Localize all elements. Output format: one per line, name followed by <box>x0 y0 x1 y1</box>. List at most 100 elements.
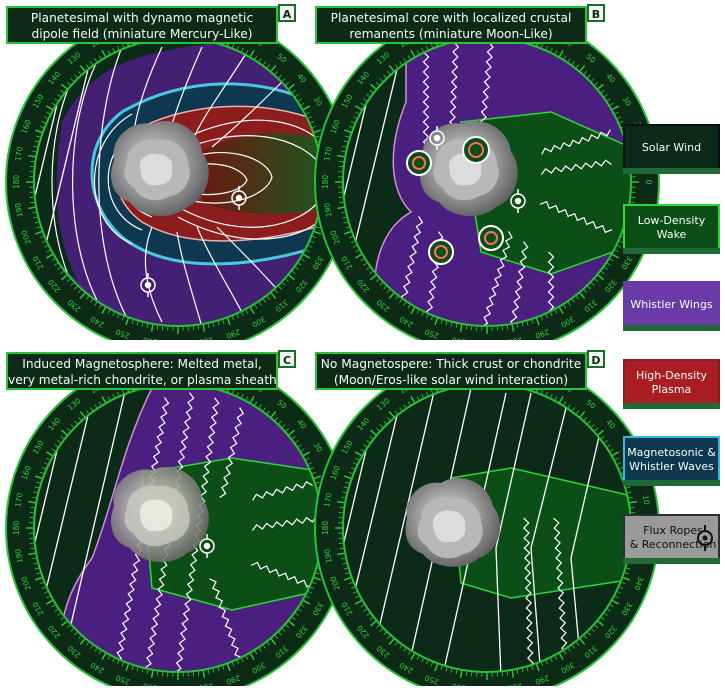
dial-tick <box>343 140 348 143</box>
dial-tick <box>619 240 624 243</box>
dial-tick <box>430 662 434 667</box>
dial-tick <box>583 71 587 75</box>
dial-tick <box>430 316 434 321</box>
dial-tick <box>521 322 524 327</box>
dial-tick <box>236 45 239 50</box>
dial-tick <box>426 314 429 319</box>
dial-tick <box>34 230 42 235</box>
dial-tick <box>355 595 360 599</box>
dial-tick <box>30 160 35 163</box>
flux-rope-icon <box>510 189 526 213</box>
dial-degree-label: 30 <box>312 441 325 454</box>
dial-tick <box>33 145 38 148</box>
dial-tick <box>606 444 611 448</box>
dial-tick <box>426 45 429 50</box>
dial-tick <box>70 282 74 286</box>
dial-tick <box>379 628 383 632</box>
dial-tick <box>609 102 614 106</box>
panel-a-disc: 0102030405060708090100110120130140150160… <box>5 9 351 340</box>
dial-degree-label: 190 <box>322 202 333 218</box>
dial-tick <box>98 650 102 655</box>
dial-tick <box>222 665 225 670</box>
dial-tick <box>101 653 107 660</box>
dial-tick <box>262 645 266 649</box>
dial-tick <box>226 318 231 326</box>
dial-tick <box>597 274 604 281</box>
dial-tick <box>355 599 362 605</box>
dial-tick <box>366 612 370 616</box>
dial-degree-label: 280 <box>507 335 523 340</box>
dial-tick <box>117 45 120 50</box>
dial-tick <box>310 121 315 124</box>
dial-tick <box>51 258 56 262</box>
legend-solar-wind: Solar Wind <box>623 124 720 172</box>
dial-tick <box>341 496 346 499</box>
panel-d-title: No Magnetospere: Thick crust or chondrit… <box>315 352 587 390</box>
dial-tick <box>511 324 515 332</box>
dial-tick <box>587 286 591 290</box>
dial-degree-label: 270 <box>480 685 495 686</box>
dial-tick <box>563 55 567 60</box>
dial-tick <box>258 58 262 63</box>
dial-tick <box>121 389 125 394</box>
dial-tick <box>285 82 289 86</box>
dial-tick <box>308 245 313 248</box>
dial-tick <box>416 655 420 660</box>
dial-tick <box>337 500 345 504</box>
dial-tick <box>383 74 387 78</box>
dial-tick <box>34 486 39 489</box>
dial-tick <box>407 304 411 309</box>
dial-tick <box>236 660 239 665</box>
dial-tick <box>583 289 587 293</box>
dial-tick <box>540 316 544 321</box>
dial-tick <box>125 664 130 672</box>
dial-tick <box>421 47 424 52</box>
dial-tick <box>601 270 605 275</box>
dial-tick <box>46 457 51 461</box>
dial-tick <box>292 89 296 94</box>
panel-b-disc: 0102030405060708090100110120130140150160… <box>314 9 660 340</box>
dial-tick <box>274 417 278 421</box>
dial-tick <box>67 278 71 282</box>
dial-tick <box>550 658 553 663</box>
dial-tick <box>352 462 357 465</box>
dial-tick <box>554 396 558 401</box>
dial-tick <box>57 266 61 270</box>
dial-tick <box>621 581 626 585</box>
dial-tick <box>107 655 111 660</box>
dial-tick <box>571 61 575 65</box>
legend-flux-ropes: Flux Ropes& Reconnection <box>623 514 720 562</box>
dial-tick <box>416 396 420 401</box>
dial-tick <box>295 440 299 444</box>
dial-tick <box>90 645 94 649</box>
dial-tick <box>355 105 362 111</box>
dial-tick <box>262 299 266 303</box>
legend-magnetosonic-label-1: Magnetosonic & <box>627 446 716 459</box>
dial-tick <box>43 116 48 119</box>
dial-tick <box>363 608 368 612</box>
dial-tick <box>74 286 78 290</box>
flux-rope-icon <box>429 126 445 150</box>
dial-tick <box>440 319 443 324</box>
wave-line <box>209 578 245 668</box>
dial-tick <box>341 211 346 214</box>
dial-tick <box>297 262 302 266</box>
dial-tick <box>241 658 244 663</box>
dial-tick <box>34 567 39 570</box>
dial-tick <box>297 98 302 102</box>
dial-tick <box>310 586 315 589</box>
dial-tick <box>343 230 351 235</box>
dial-tick <box>350 467 355 470</box>
dial-tick <box>563 650 567 655</box>
dial-tick <box>410 396 416 403</box>
dial-tick <box>339 506 344 509</box>
dial-tick <box>350 586 355 589</box>
dial-tick <box>94 58 98 63</box>
dial-tick <box>33 491 38 494</box>
dial-tick <box>85 64 90 68</box>
dial-tick <box>78 71 82 75</box>
dial-tick <box>288 274 295 281</box>
dial-tick <box>410 307 416 314</box>
dial-tick <box>74 420 78 424</box>
